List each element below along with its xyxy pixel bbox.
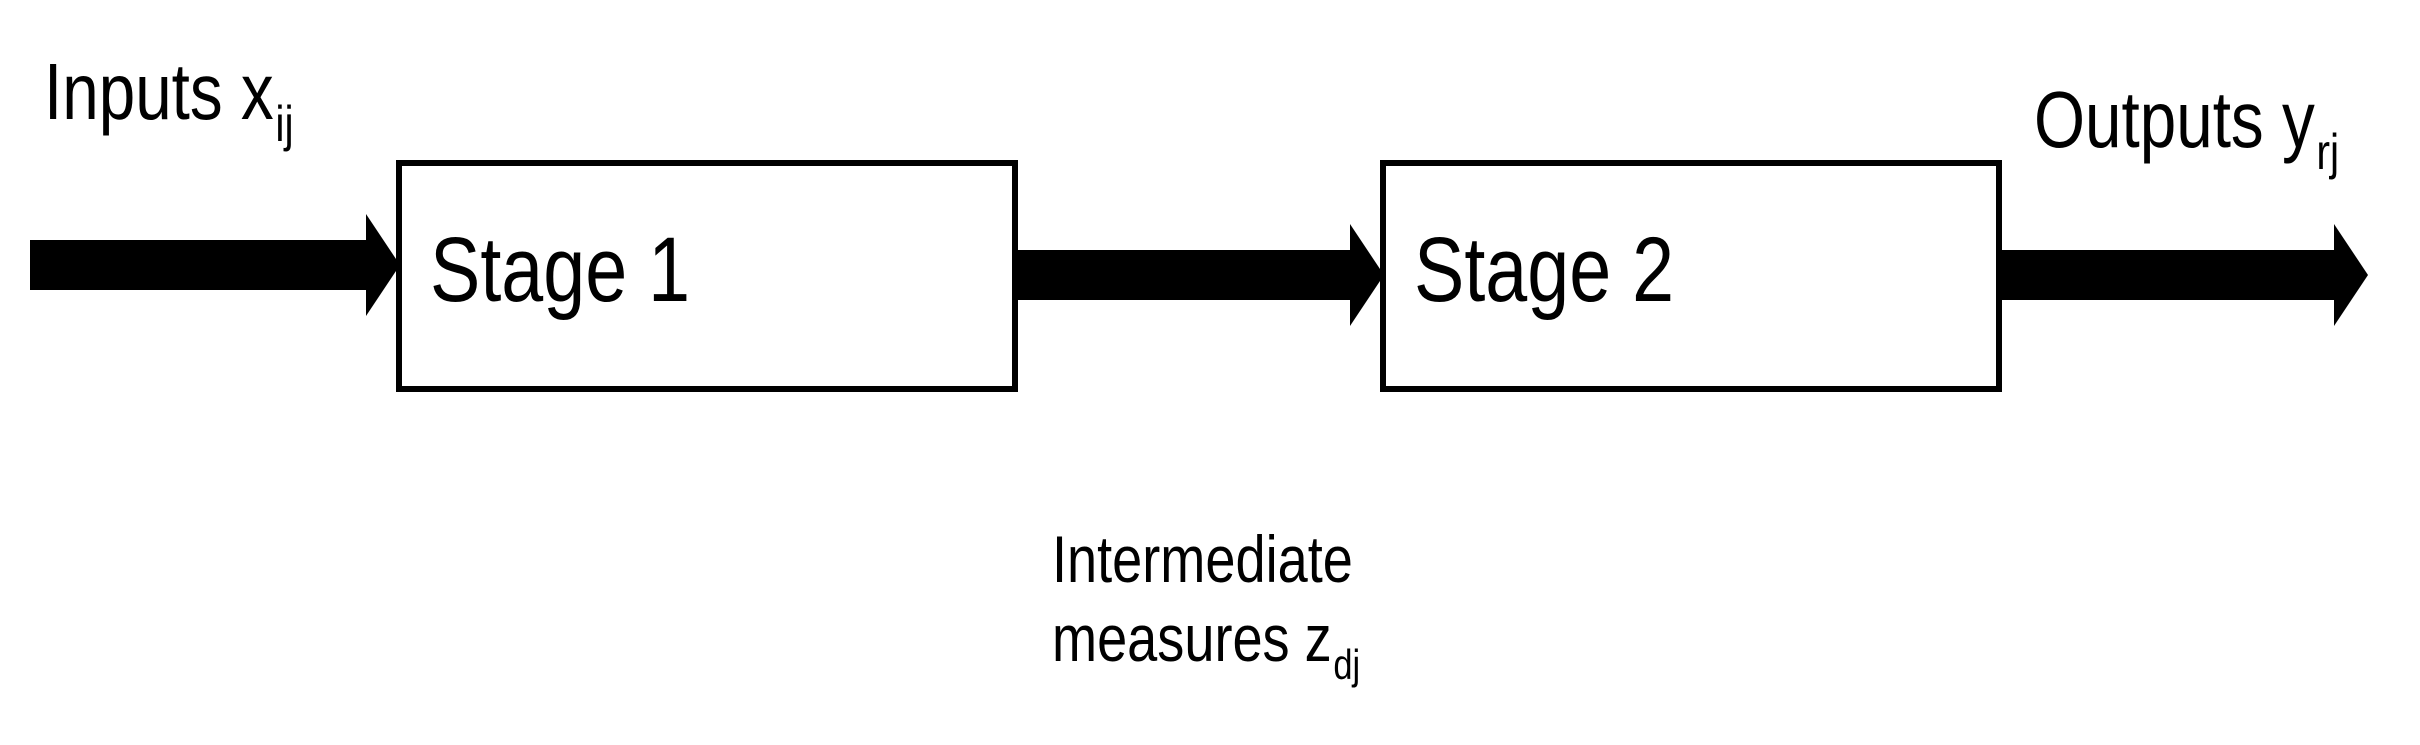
stage-1-label: Stage 1: [430, 219, 691, 321]
intermediate-line-2: measures zdj: [1052, 599, 1360, 688]
intermediate-measures-label: Intermediate measures zdj: [1052, 520, 1360, 688]
outputs-text: Outputs y: [2034, 75, 2315, 164]
input-arrow: [30, 214, 400, 316]
outputs-subscript: rj: [2316, 124, 2340, 180]
inputs-label: Inputs xij: [44, 52, 294, 150]
intermediate-line-2-text: measures z: [1052, 601, 1332, 676]
stage-2-label: Stage 2: [1414, 219, 1675, 321]
intermediate-line-1: Intermediate: [1052, 522, 1353, 596]
inputs-subscript: ij: [275, 96, 294, 152]
outputs-label: Outputs yrj: [2034, 80, 2339, 178]
output-arrow: [2002, 224, 2368, 326]
stage-2-box: Stage 2: [1380, 160, 2002, 392]
intermediate-subscript: dj: [1333, 641, 1361, 689]
inputs-text: Inputs x: [44, 47, 274, 136]
stage-1-box: Stage 1: [396, 160, 1018, 392]
intermediate-arrow: [1018, 224, 1384, 326]
